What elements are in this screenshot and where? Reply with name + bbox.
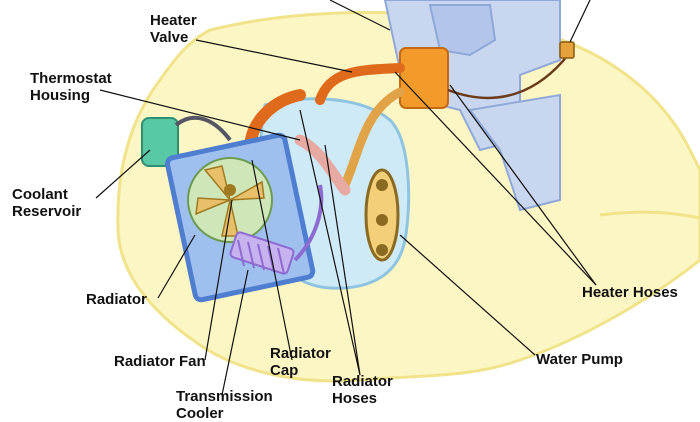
label-transmission-cooler: Transmission Cooler xyxy=(176,388,273,422)
pulley-mid xyxy=(376,214,388,226)
fender-curve xyxy=(599,210,700,220)
heater-valve-wire xyxy=(447,54,569,100)
label-radiator-fan: Radiator Fan xyxy=(114,353,206,370)
label-radiator-cap: Radiator Cap xyxy=(270,345,331,379)
wire-connector xyxy=(559,41,575,59)
pulley-bottom xyxy=(376,244,388,256)
label-radiator-hoses: Radiator Hoses xyxy=(332,373,393,407)
reservoir-hose xyxy=(174,115,232,142)
trans-cooler-line xyxy=(293,184,324,262)
label-heater-valve: Heater Valve xyxy=(150,12,197,46)
leader-lines xyxy=(95,0,597,396)
firewall-duct xyxy=(428,4,497,57)
transmission-cooler xyxy=(229,231,295,275)
label-coolant-reservoir: Coolant Reservoir xyxy=(12,186,82,220)
pulley-top xyxy=(376,179,388,191)
label-water-pump: Water Pump xyxy=(536,351,623,368)
radiator-fan xyxy=(187,157,273,243)
heater-hose-1 xyxy=(315,63,405,105)
radiator-lower-hose xyxy=(294,134,351,196)
label-radiator: Radiator xyxy=(86,291,147,308)
label-heater-hoses: Heater Hoses xyxy=(582,284,678,301)
heater-hose-2 xyxy=(340,87,405,190)
heater-core xyxy=(399,47,449,109)
coolant-reservoir-tank xyxy=(141,117,179,167)
firewall-lower-duct xyxy=(468,93,561,212)
label-thermostat-housing: Thermostat Housing xyxy=(30,70,112,104)
